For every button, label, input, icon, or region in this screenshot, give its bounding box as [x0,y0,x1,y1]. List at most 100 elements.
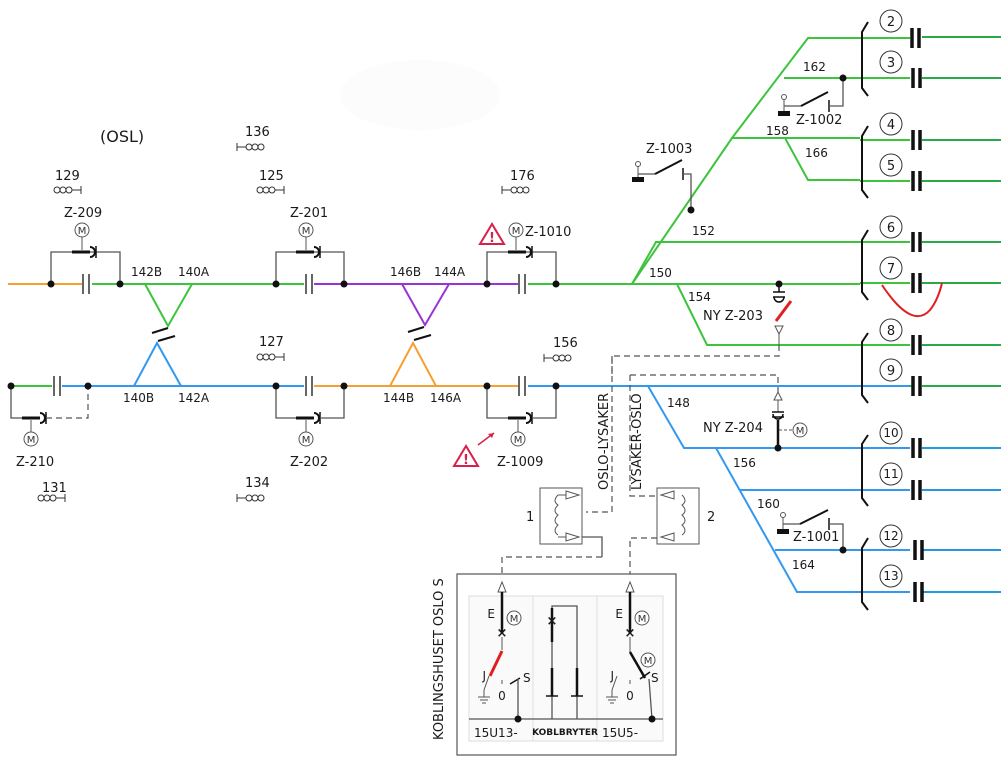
section-insulator [53,376,61,396]
svg-text:S: S [651,671,659,685]
disconnector-z1001[interactable] [777,509,847,554]
track-insulators [910,28,924,602]
feeder-lysaker-oslo [629,375,656,497]
track-number: 13 [879,564,903,588]
disconnector-z202[interactable] [272,382,348,447]
switch-label: 144B [383,391,414,405]
red-open-blade [774,300,793,322]
svg-text:E: E [615,607,623,621]
transformer-1-label: 1 [526,510,534,525]
switch-label: 142B [131,265,162,279]
warning-arrow-head [488,433,494,438]
section-insulator [305,274,313,294]
disconnector-z1010[interactable] [483,222,560,288]
track-number: 5 [879,153,903,177]
motor-icon [510,431,526,447]
svg-text:2: 2 [887,15,895,30]
red-fault-mark [881,282,943,318]
disconnector-z204[interactable] [630,374,808,452]
motor-icon [298,431,314,447]
disconnector-z209[interactable] [47,222,124,288]
track-number: 6 [879,215,903,239]
disconnector-label: Z-1009 [497,455,543,470]
background-smudge [340,60,500,130]
crossover-140-142 [133,283,193,387]
section-insulator [305,376,313,396]
switch-label: 166 [805,146,828,160]
crossover-144-146 [389,283,450,387]
svg-text:9: 9 [887,364,895,379]
disconnector-z1003[interactable] [632,159,695,214]
signal-icon [501,186,530,194]
signal-label: 134 [245,476,270,491]
transformer-2-label: 2 [707,510,715,525]
feeder-oslo-lysaker [586,356,613,513]
motor-icon [298,222,314,238]
disconnector-label: Z-1001 [793,530,839,545]
switchhouse: E × J 0 S × E × S J [456,573,677,756]
feeder-label-lysaker-oslo: LYSAKER-OSLO [630,393,645,490]
signal-label: 127 [259,335,284,350]
disconnector-z1009[interactable] [483,382,560,447]
svg-text:!: ! [463,453,469,468]
transformer-1 [501,487,603,580]
motor-icon [23,431,39,447]
signal-symbols [37,143,572,502]
signal-icon [543,354,572,362]
section-insulator [518,274,526,294]
station-code: (OSL) [100,127,144,146]
svg-text:5: 5 [887,159,895,174]
signal-label: 131 [42,481,67,496]
svg-text:×: × [497,626,508,641]
signal-label: 136 [245,125,270,140]
track-number: 9 [879,358,903,382]
disconnector-z203[interactable] [611,280,793,379]
switchhouse-title: KOBLINGSHUSET OSLO S [432,578,447,740]
switch-label: 162 [803,60,826,74]
svg-text:E: E [487,607,495,621]
upper-main-line [8,274,860,294]
track-branch [631,241,657,285]
disconnector-z210[interactable] [7,382,92,447]
motor-icon [792,422,808,438]
disconnector-label: Z-1002 [796,113,842,128]
signal-icon [53,186,82,194]
switch-label: 164 [792,558,815,572]
disconnector-label: Z-202 [290,455,328,470]
disconnector-label: Z-1003 [646,142,692,157]
warning-icon[interactable]: ! [478,222,506,246]
signal-icon [37,494,66,502]
signal-icon [236,143,265,151]
svg-text:12: 12 [883,529,898,543]
svg-text:7: 7 [887,262,895,277]
svg-text:!: ! [489,231,495,246]
svg-text:0: 0 [498,689,506,703]
switch-label: 160 [757,497,780,511]
disconnector-label: NY Z-204 [703,421,763,436]
transformer-2 [629,487,700,580]
disconnector-label: Z-201 [290,206,328,221]
warning-icon[interactable]: ! [452,444,480,468]
switch-label: 150 [649,266,672,280]
svg-text:J: J [481,669,486,683]
svg-text:15U13-: 15U13- [474,726,518,740]
signal-label: 129 [55,169,80,184]
switch-label: 146A [430,391,462,405]
track-number: 10 [879,421,903,445]
switch-label: 152 [692,224,715,238]
disconnector-z201[interactable] [272,222,348,288]
signal-label: 156 [553,336,578,351]
upper-track-fan [631,37,860,346]
disconnector-z1002[interactable] [778,74,847,117]
track-number: 2 [879,9,903,33]
disconnector-label: Z-209 [64,206,102,221]
track-number: 12 [879,524,903,548]
svg-text:10: 10 [883,426,898,440]
svg-text:×: × [547,614,558,629]
svg-text:6: 6 [887,221,895,236]
disconnector-label: Z-210 [16,455,54,470]
section-insulator [82,274,90,294]
track-number: 4 [879,112,903,136]
signal-label: 125 [259,169,284,184]
track-number: 3 [879,50,903,74]
